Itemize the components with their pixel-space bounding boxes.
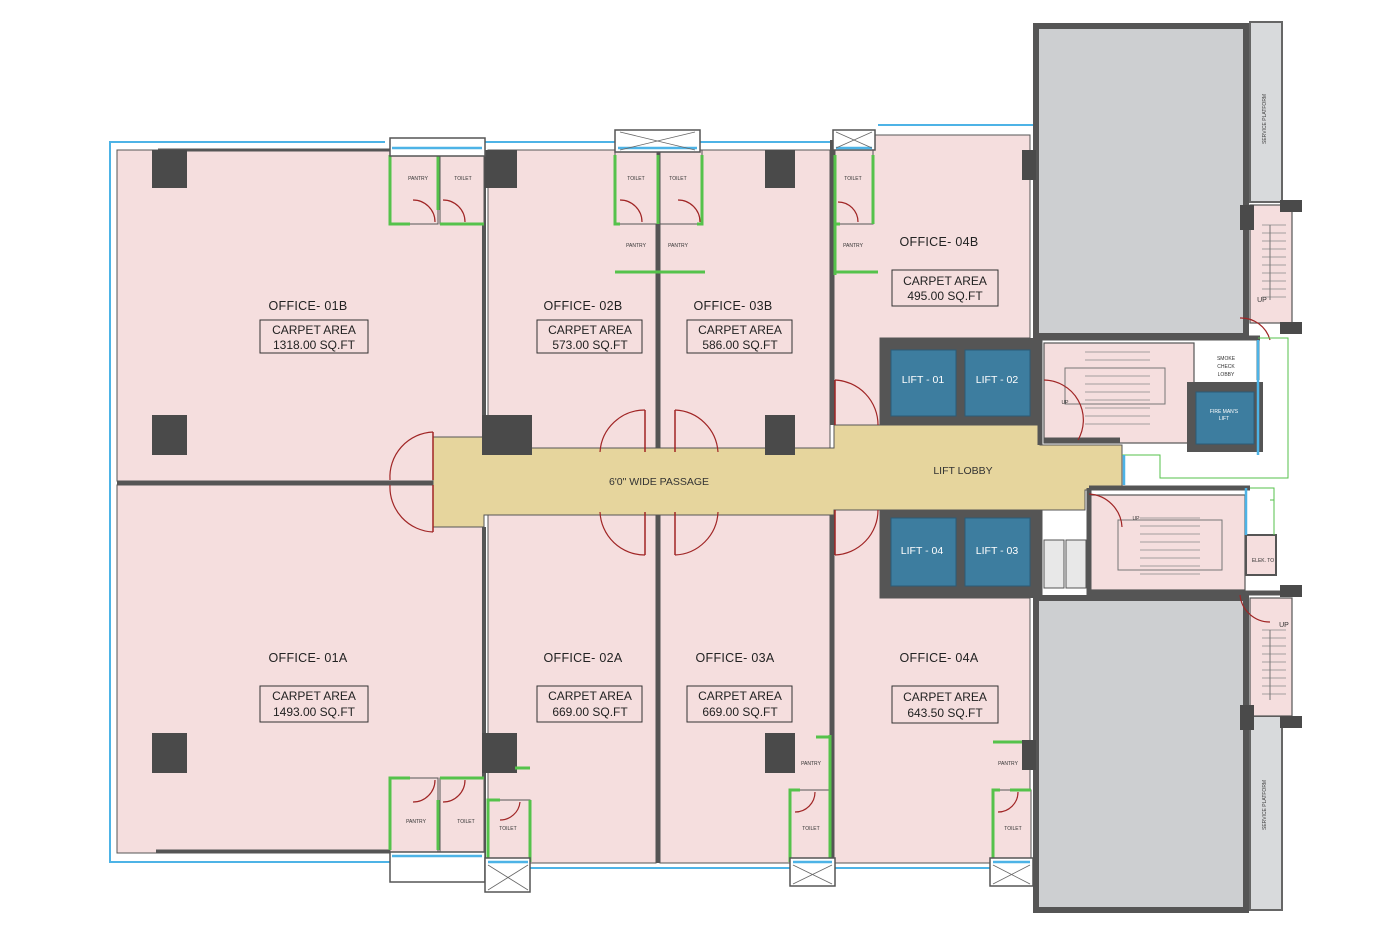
office-02b-area-label: CARPET AREA [548, 323, 632, 337]
office-04b-name: OFFICE- 04B [899, 235, 978, 249]
office-03a-area-box [686, 685, 793, 723]
office-01a-area-label: CARPET AREA [272, 689, 356, 703]
lift-02 [964, 349, 1031, 417]
window-cross [487, 131, 1031, 891]
up-label: UP [1062, 400, 1070, 406]
office-04a-name: OFFICE- 04A [899, 651, 978, 665]
office-03a-area-value: 669.00 SQ.FT [702, 705, 778, 719]
stair-landings [1064, 225, 1271, 700]
office-02a-area-box [536, 685, 643, 723]
stair-treads [1085, 224, 1286, 695]
office-01b-area-box [259, 319, 369, 354]
lift-03-label: LIFT - 03 [976, 545, 1019, 557]
toilet-label: TOILET [844, 176, 861, 182]
smoke-lobby-2: CHECK [1217, 364, 1235, 370]
service-platform-top-label: SERVICE PLATFORM [1262, 94, 1268, 144]
passage-label: 6'0" WIDE PASSAGE [609, 476, 709, 488]
shaft-top [1033, 23, 1249, 339]
doors [389, 199, 1271, 821]
window-glass [392, 146, 1030, 864]
office-03b-name: OFFICE- 03B [693, 299, 772, 313]
lift-04 [890, 517, 957, 587]
service-platform-bottom-label: SERVICE PLATFORM [1262, 780, 1268, 830]
partitions [388, 155, 1031, 862]
pantry-label: PANTRY [408, 176, 428, 182]
toilet-label: TOILET [627, 176, 644, 182]
service-platform-top [1249, 21, 1283, 203]
pantry-label: PANTRY [998, 761, 1018, 767]
pantry-label: PANTRY [843, 243, 863, 249]
office-02b-name: OFFICE- 02B [543, 299, 622, 313]
lift-01 [890, 349, 957, 417]
elec-room [1245, 534, 1277, 576]
up-label: UP [1257, 297, 1267, 304]
lift-03 [964, 517, 1031, 587]
connection-lines [1122, 337, 1289, 535]
office-01a-area-value: 1493.00 SQ.FT [273, 705, 356, 719]
cyan-lines [1122, 340, 1260, 535]
office-02b-area-value: 573.00 SQ.FT [552, 338, 628, 352]
office-02b-area-box [536, 319, 643, 354]
fireman-lift-label-2: LIFT [1219, 416, 1229, 422]
office-04a-area-label: CARPET AREA [903, 690, 987, 704]
shaft-bottom [1033, 595, 1249, 913]
lift-02-label: LIFT - 02 [976, 374, 1019, 386]
office-01b-name: OFFICE- 01B [268, 299, 347, 313]
elec-label: ELEK. TO [1252, 558, 1274, 564]
office-03a-area-label: CARPET AREA [698, 689, 782, 703]
office-04a-area-box [891, 685, 999, 724]
office-01a-name: OFFICE- 01A [268, 651, 347, 665]
pantry-label: PANTRY [626, 243, 646, 249]
office-02a-area-value: 669.00 SQ.FT [552, 705, 628, 719]
toilet-label: TOILET [454, 176, 471, 182]
toilet-label: TOILET [457, 819, 474, 825]
office-04b-area-value: 495.00 SQ.FT [907, 289, 983, 303]
office-03b-area-box [686, 319, 793, 354]
pantry-label: PANTRY [668, 243, 688, 249]
office-01b-area-label: CARPET AREA [272, 323, 356, 337]
pantry-label: PANTRY [801, 761, 821, 767]
fireman-lift-label-1: FIRE MAN'S [1210, 409, 1239, 415]
lift-core [880, 338, 1263, 598]
shaft-ducts [1043, 539, 1087, 589]
office-04b-area-box [891, 269, 999, 307]
office-01b-area-value: 1318.00 SQ.FT [273, 338, 356, 352]
office-04a-area-value: 643.50 SQ.FT [907, 706, 983, 720]
office-03b-area [659, 149, 831, 449]
columns [152, 150, 1302, 773]
fireman-lift [1195, 391, 1255, 445]
door-leaves [432, 380, 836, 555]
office-01a-area-box [259, 685, 369, 723]
lift-01-label: LIFT - 01 [902, 374, 945, 386]
smoke-lobby-1: SMOKE [1217, 356, 1236, 362]
office-04b-area-label: CARPET AREA [903, 274, 987, 288]
office-02a-area-label: CARPET AREA [548, 689, 632, 703]
office-03b-area-label: CARPET AREA [698, 323, 782, 337]
up-label: UP [1133, 516, 1141, 522]
right-staircases [1043, 204, 1293, 717]
toilet-label: TOILET [669, 176, 686, 182]
toilet-label: TOILET [802, 826, 819, 832]
lift-04-label: LIFT - 04 [901, 545, 944, 557]
office-02a-name: OFFICE- 02A [543, 651, 622, 665]
toilet-label: TOILET [499, 826, 516, 832]
office-03a-name: OFFICE- 03A [695, 651, 774, 665]
outer-glazing [109, 124, 1033, 869]
pantry-label: PANTRY [406, 819, 426, 825]
office-03b-area-value: 586.00 SQ.FT [702, 338, 778, 352]
smoke-lobby-3: LOBBY [1218, 372, 1235, 378]
up-label: UP [1279, 622, 1289, 629]
toilet-label: TOILET [1004, 826, 1021, 832]
lift-lobby-label: LIFT LOBBY [933, 465, 992, 477]
